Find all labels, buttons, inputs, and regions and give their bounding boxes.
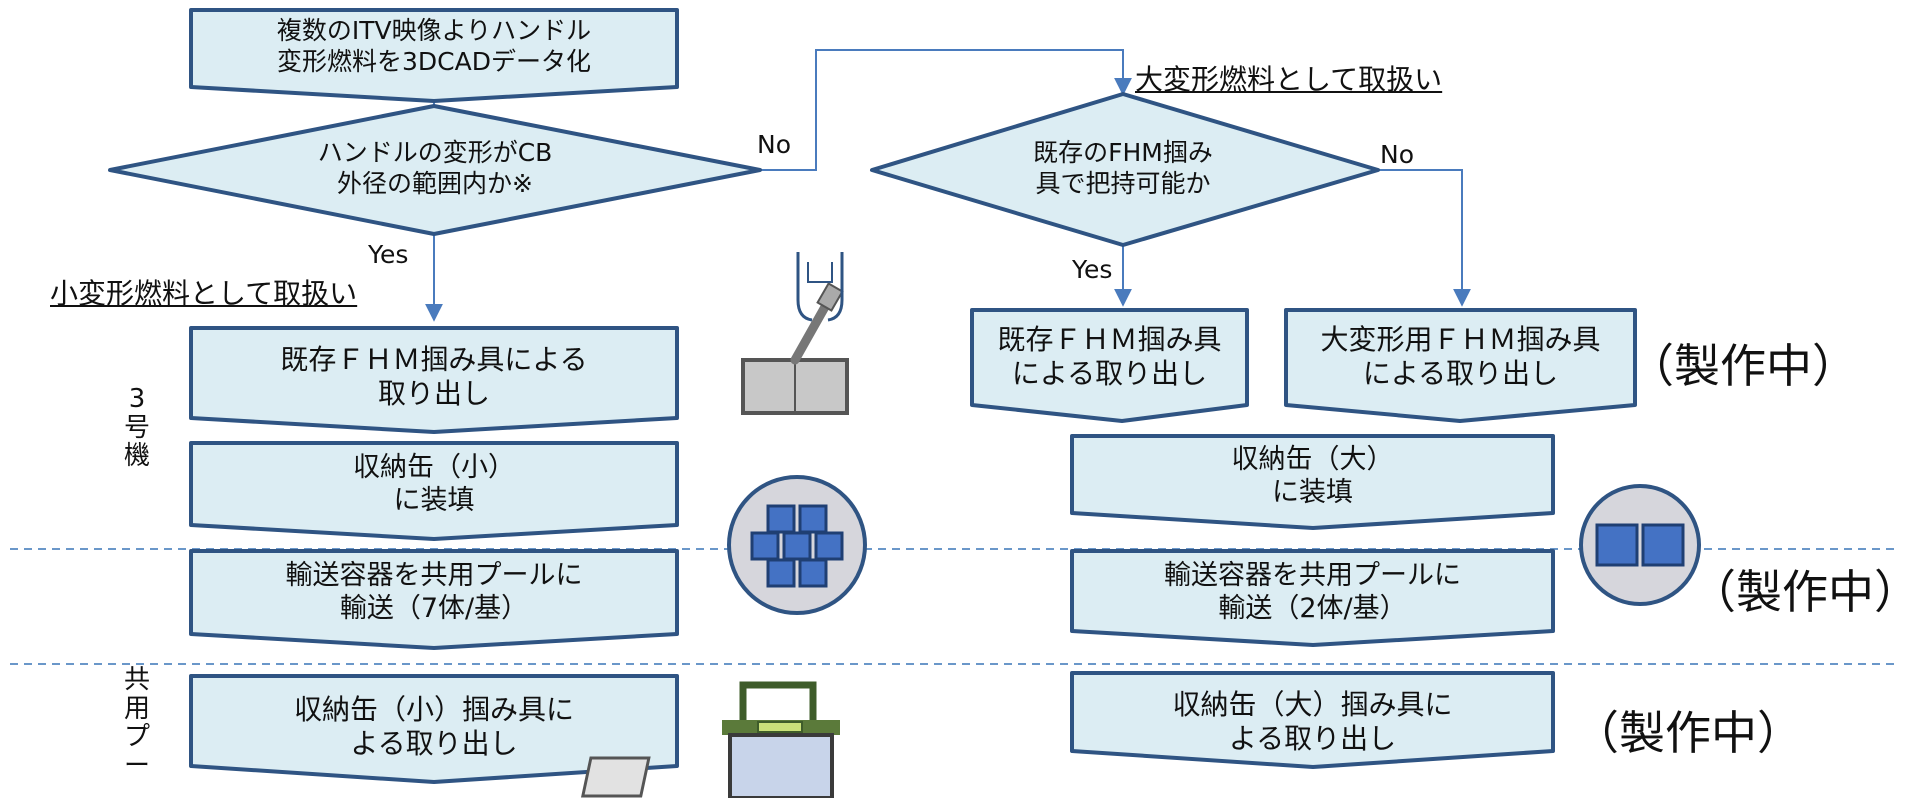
gripper-icon <box>741 252 849 415</box>
connector-no-left <box>760 49 1132 171</box>
edge-label-yes-left: Yes <box>368 240 409 269</box>
step-large-transport-label: 輸送容器を共用プールに輸送（2体/基） <box>1164 560 1461 624</box>
large-canister-icon <box>1579 484 1701 606</box>
step-large-transport <box>1070 549 1555 647</box>
step-convert-3dcad <box>189 8 679 103</box>
step-small-pool-extract <box>189 674 679 784</box>
note-small-handling: 小変形燃料として取扱い <box>50 277 358 310</box>
step-large-pool-extract-label: 収納缶（大）掴み具による取り出し <box>1172 688 1453 756</box>
decision-cb-diameter <box>108 104 762 236</box>
step-convert-3dcad-label: 複数のITV映像よりハンドル変形燃料を3DCADデータ化 <box>276 16 592 76</box>
small-canister-icon <box>727 475 867 615</box>
edge-label-no-right: No <box>1380 140 1414 169</box>
step-large-load <box>1070 434 1555 530</box>
step-large-load-label: 収納缶（大）に装填 <box>1231 444 1394 508</box>
step-small-pool-extract-label: 収納缶（小）掴み具による取り出し <box>293 693 574 761</box>
step-small-transport <box>189 549 679 650</box>
decision-existing-fhm-label: 既存のFHM掴み具で把持可能か <box>1033 138 1213 198</box>
step-large-existing-extract-label: 既存ＦＨＭ掴み具による取り出し <box>997 323 1222 391</box>
step-small-load <box>189 441 679 541</box>
section-label-shared-pool: 共用プー <box>123 665 150 781</box>
step-large-new-extract <box>1284 308 1637 423</box>
transport-cask-icon <box>580 681 840 798</box>
in-production-note-canister: （製作中） <box>1690 565 1905 619</box>
note-large-handling: 大変形燃料として取扱い <box>1135 63 1443 96</box>
decision-existing-fhm <box>870 92 1380 247</box>
connector-no-right <box>1378 169 1471 307</box>
edge-label-no-left: No <box>757 130 791 159</box>
step-large-pool-extract <box>1070 671 1555 769</box>
in-production-note-pool: （製作中） <box>1573 706 1803 760</box>
step-large-existing-extract <box>970 308 1249 423</box>
step-small-transport-label: 輸送容器を共用プールに輸送（7体/基） <box>285 560 583 624</box>
step-small-load-label: 収納缶（小）に装填 <box>353 452 515 516</box>
in-production-note-extract: （製作中） <box>1628 339 1858 393</box>
step-large-new-extract-label: 大変形用ＦＨＭ掴み具による取り出し <box>1320 323 1601 391</box>
step-small-extract-label: 既存ＦＨＭ掴み具による取り出し <box>280 343 588 411</box>
step-small-extract <box>189 326 679 434</box>
edge-label-yes-right: Yes <box>1072 255 1113 284</box>
